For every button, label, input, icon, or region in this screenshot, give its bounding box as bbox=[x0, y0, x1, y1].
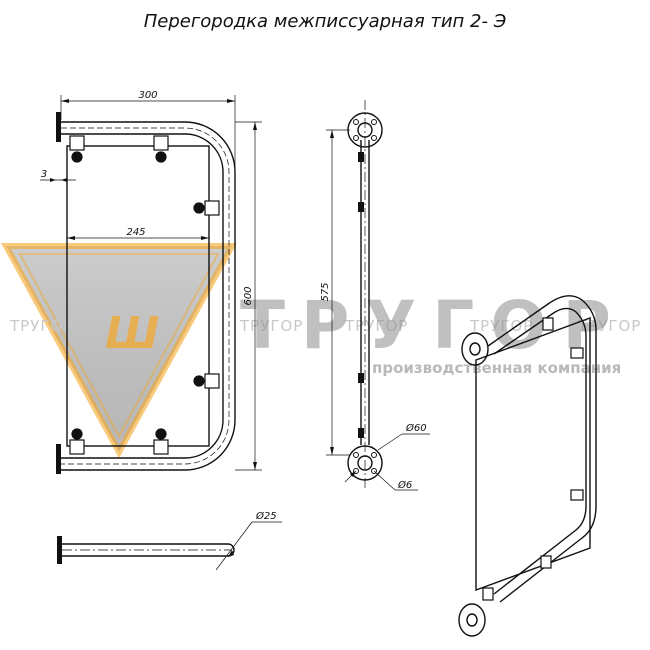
side-view: 575 Ø60 Ø6 bbox=[320, 100, 430, 491]
isometric-view bbox=[458, 295, 597, 637]
front-brackets bbox=[69, 135, 220, 455]
watermark: Ш ТРУГОР ТРУГОР ТРУГОР ТРУГОР ТРУГОР ТРУ… bbox=[0, 243, 641, 459]
watermark-text-right-1: ТРУГОР bbox=[344, 317, 408, 335]
watermark-triangle-logo bbox=[0, 243, 238, 459]
top-view: Ø25 bbox=[57, 510, 282, 571]
dim-tube-diameter: Ø25 bbox=[255, 510, 277, 522]
dim-width-total: 300 bbox=[138, 90, 157, 101]
front-view: 300 245 3 600 bbox=[40, 90, 262, 474]
watermark-logo-letter: Ш bbox=[105, 308, 159, 359]
dim-hole-diameter: Ø6 bbox=[397, 479, 412, 491]
dim-height-total: 600 bbox=[243, 286, 254, 305]
dim-flange-diameter: Ø60 bbox=[405, 422, 427, 434]
dim-inner-width: 245 bbox=[126, 227, 145, 238]
dim-height-side: 575 bbox=[320, 282, 331, 301]
watermark-text-right-2: ТРУГОР bbox=[469, 317, 533, 335]
watermark-text-right-3: ТРУГОР bbox=[577, 317, 641, 335]
watermark-tagline: производственная компания bbox=[372, 359, 621, 377]
dim-gap: 3 bbox=[41, 169, 47, 180]
watermark-text-left: ТРУГОР bbox=[9, 317, 73, 335]
drawing-title: Перегородка межписсуарная тип 2- Э bbox=[144, 11, 507, 32]
